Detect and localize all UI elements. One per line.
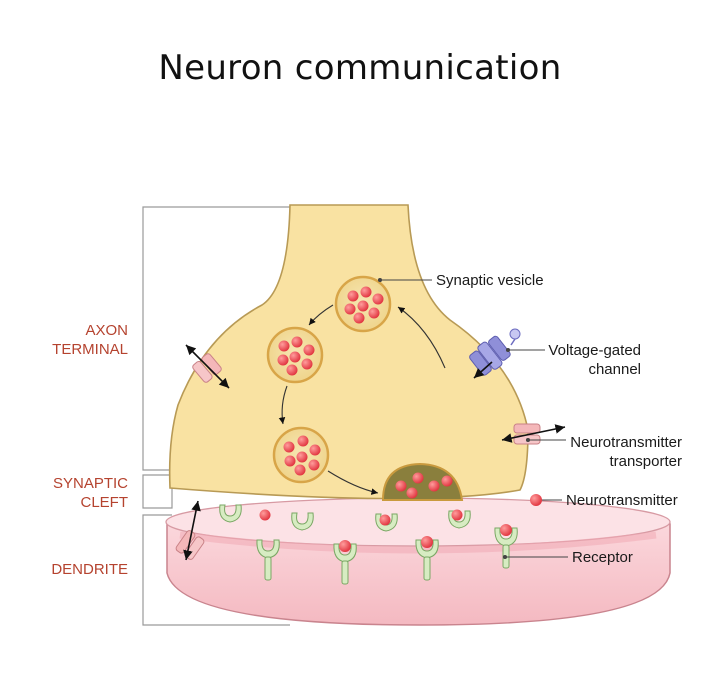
leader-lines: [377, 277, 568, 560]
neurotransmitter: [309, 444, 321, 456]
neurotransmitter: [372, 293, 384, 305]
transporter-arrow: [501, 424, 566, 443]
neurotransmitter: [296, 451, 308, 463]
neurotransmitter: [428, 480, 440, 492]
dendrite-arrow: [183, 500, 201, 561]
neurotransmitter: [368, 307, 380, 319]
receptor: [333, 543, 357, 585]
bound-neurotransmitters: [339, 524, 512, 552]
neurotransmitter: [344, 303, 356, 315]
receptor: [494, 527, 518, 569]
channel-ion: [509, 328, 521, 340]
receptor: [448, 510, 471, 529]
neurotransmitter: [308, 459, 320, 471]
synaptic-cleft-label: SYNAPTIC CLEFT: [52, 475, 128, 511]
cycle-arrow: [308, 304, 334, 326]
voltage-gated-channel-label: Voltage-gated channel: [548, 342, 641, 378]
cleft-neurotransmitters: [259, 494, 542, 526]
region-brackets: [142, 206, 290, 626]
neurotransmitter: [530, 494, 542, 506]
neurotransmitter: [289, 351, 301, 363]
neurotransmitter: [339, 540, 351, 552]
neurotransmitter: [297, 435, 309, 447]
neurotransmitter: [291, 336, 303, 348]
neurotransmitter: [283, 441, 295, 453]
neurotransmitter: [301, 358, 313, 370]
diagram-title: Neuron communication: [158, 48, 562, 88]
neurotransmitter: [451, 509, 463, 521]
dendrite: [165, 497, 671, 626]
neurotransmitter: [357, 300, 369, 312]
axon-bracket: [142, 206, 290, 471]
neurotransmitter: [360, 286, 372, 298]
synaptic-vesicle-label: Synaptic vesicle: [436, 272, 544, 289]
transporter-arrow: [185, 344, 230, 389]
neurotransmitter: [294, 464, 306, 476]
neurotransmitter: [286, 364, 298, 376]
dendrite-label: DENDRITE: [51, 561, 128, 578]
cycle-arrow: [278, 385, 288, 425]
neurotransmitter: [278, 340, 290, 352]
neurotransmitter: [303, 344, 315, 356]
neurotransmitter-transporter-label: Neurotransmitter transporter: [570, 434, 682, 470]
neurotransmitter: [421, 536, 433, 548]
voltage-gated-channel: [469, 335, 511, 376]
neurotransmitter-label: Neurotransmitter: [566, 492, 678, 509]
neurotransmitter: [284, 455, 296, 467]
receptor: [256, 539, 280, 581]
neurotransmitter: [395, 480, 407, 492]
neurotransmitter: [500, 524, 512, 536]
receptor: [291, 512, 314, 531]
neurotransmitter: [259, 509, 271, 521]
vesicle-contents: [277, 286, 453, 499]
receptor: [415, 539, 439, 581]
cycle-arrow: [327, 470, 379, 495]
neurotransmitter: [277, 354, 289, 366]
cleft-bracket: [142, 474, 173, 509]
vesicle-cycle-arrows: [278, 304, 446, 495]
axon-terminal-label: AXON TERMINAL: [52, 322, 128, 358]
receptor-label: Receptor: [572, 549, 633, 566]
channel-arrow: [473, 361, 493, 379]
neurotransmitter: [441, 475, 453, 487]
dendrite-bracket: [142, 514, 290, 626]
stalk-receptors: [256, 527, 518, 585]
neurotransmitter: [379, 514, 391, 526]
neurotransmitter: [353, 312, 365, 324]
channel-ion-stem: [510, 338, 516, 346]
receptor: [219, 504, 242, 523]
neurotransmitter: [347, 290, 359, 302]
neurotransmitter: [412, 472, 424, 484]
cycle-arrow: [397, 306, 446, 369]
surface-receptors: [219, 504, 471, 532]
neurotransmitter: [406, 487, 418, 499]
